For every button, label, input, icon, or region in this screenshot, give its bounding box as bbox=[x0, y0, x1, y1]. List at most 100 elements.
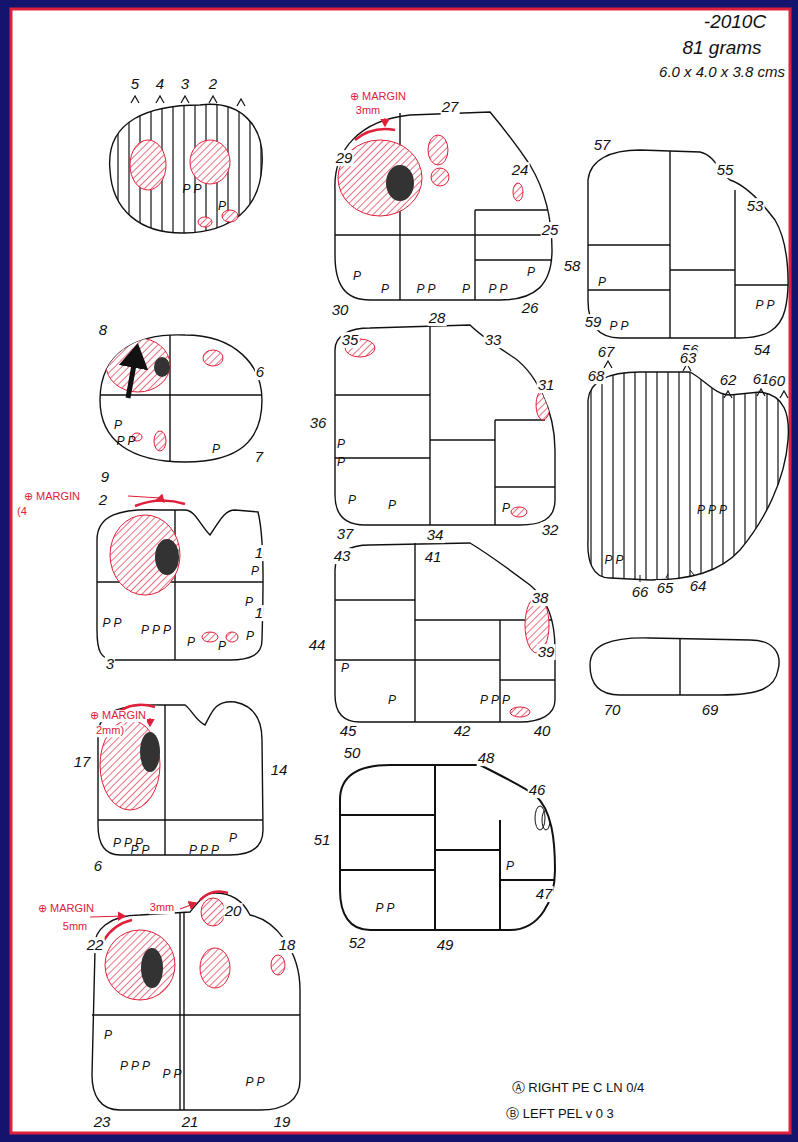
callout-number: 55 bbox=[716, 162, 735, 178]
p-mark: P P bbox=[416, 283, 437, 296]
callout-number: 62 bbox=[719, 372, 738, 388]
p-mark: P bbox=[186, 636, 196, 649]
callout-number: 23 bbox=[93, 1114, 112, 1130]
callout-number: 38 bbox=[531, 590, 550, 606]
callout-number: 43 bbox=[333, 548, 352, 564]
callout-number: 50 bbox=[343, 745, 362, 761]
callout-number: 4 bbox=[155, 76, 165, 92]
p-mark: P P P bbox=[188, 844, 220, 857]
p-mark: P bbox=[387, 499, 397, 512]
callout-number: 17 bbox=[73, 754, 92, 770]
page-frame bbox=[11, 9, 790, 1133]
p-mark: P bbox=[228, 832, 238, 845]
callout-number: 2 bbox=[208, 76, 218, 92]
callout-number: 63 bbox=[679, 350, 698, 366]
p-mark: P P bbox=[130, 844, 151, 857]
margin-note: ⊕ MARGIN bbox=[23, 491, 81, 503]
callout-number: 19 bbox=[273, 1114, 292, 1130]
callout-number: 27 bbox=[441, 99, 460, 115]
callout-number: 54 bbox=[753, 342, 772, 358]
callout-number: 32 bbox=[541, 522, 560, 538]
p-mark: P P bbox=[755, 299, 776, 312]
callout-number: 69 bbox=[701, 702, 720, 718]
callout-number: 66 bbox=[631, 584, 650, 600]
p-mark: P bbox=[597, 276, 607, 289]
callout-number: 70 bbox=[603, 702, 622, 718]
p-mark: P bbox=[217, 640, 227, 653]
callout-number: 37 bbox=[336, 526, 355, 542]
p-mark: P bbox=[461, 283, 471, 296]
note-text: 6.0 x 4.0 x 3.8 cms bbox=[658, 64, 786, 80]
p-mark: P P bbox=[162, 1068, 183, 1081]
callout-number: 20 bbox=[224, 903, 243, 919]
callout-number: 24 bbox=[511, 162, 530, 178]
margin-note: (4 bbox=[16, 506, 28, 518]
callout-number: 30 bbox=[331, 302, 350, 318]
p-mark: P P bbox=[102, 617, 123, 630]
callout-number: 36 bbox=[309, 415, 328, 431]
callout-number: 6 bbox=[93, 858, 103, 874]
callout-number: 31 bbox=[537, 377, 556, 393]
p-mark: P P bbox=[609, 320, 630, 333]
p-mark: P bbox=[352, 270, 362, 283]
callout-number: 3 bbox=[180, 76, 190, 92]
callout-number: 64 bbox=[689, 578, 708, 594]
callout-number: 7 bbox=[254, 449, 264, 465]
callout-number: 42 bbox=[453, 723, 472, 739]
callout-number: 18 bbox=[278, 937, 297, 953]
callout-number: 59 bbox=[584, 314, 603, 330]
callout-number: 44 bbox=[308, 637, 327, 653]
callout-number: 5 bbox=[130, 76, 140, 92]
p-mark: P P P bbox=[479, 694, 511, 707]
callout-number: 39 bbox=[537, 644, 556, 660]
callout-number: 14 bbox=[270, 762, 289, 778]
callout-number: 8 bbox=[98, 322, 108, 338]
callout-number: 34 bbox=[426, 527, 445, 543]
callout-number: 33 bbox=[484, 332, 503, 348]
callout-number: 52 bbox=[348, 935, 367, 951]
callout-number: 51 bbox=[313, 832, 332, 848]
p-mark: P P P bbox=[696, 504, 728, 517]
callout-number: 46 bbox=[528, 782, 547, 798]
p-mark: P bbox=[211, 443, 221, 456]
note-text: Ⓑ LEFT PEL v 0 3 bbox=[505, 1107, 615, 1121]
p-mark: P bbox=[336, 438, 346, 451]
p-mark: P P bbox=[375, 902, 396, 915]
p-mark: P bbox=[347, 494, 357, 507]
p-mark: P P bbox=[604, 554, 625, 567]
callout-number: 21 bbox=[181, 1114, 200, 1130]
margin-note: ⊕ MARGIN bbox=[37, 903, 95, 915]
p-mark: P P P bbox=[140, 624, 172, 637]
callout-number: 3 bbox=[105, 656, 115, 672]
p-mark: P P bbox=[488, 283, 509, 296]
callout-number: 48 bbox=[477, 750, 496, 766]
callout-number: 26 bbox=[521, 300, 540, 316]
p-mark: P bbox=[336, 456, 346, 469]
p-mark: P bbox=[113, 419, 123, 432]
callout-number: 60 bbox=[767, 373, 786, 389]
p-mark: P bbox=[380, 283, 390, 296]
callout-number: 41 bbox=[424, 549, 443, 565]
callout-number: 6 bbox=[255, 364, 265, 380]
margin-note: ⊕ MARGIN bbox=[89, 710, 147, 722]
p-mark: P bbox=[244, 596, 254, 609]
p-mark: P P bbox=[182, 183, 203, 196]
callout-number: 2 bbox=[98, 492, 108, 508]
callout-number: 25 bbox=[541, 222, 560, 238]
p-mark: P bbox=[526, 266, 536, 279]
callout-number: 40 bbox=[533, 723, 552, 739]
callout-number: 29 bbox=[335, 150, 354, 166]
callout-number: 57 bbox=[593, 137, 612, 153]
margin-note: ⊕ MARGIN bbox=[349, 91, 407, 103]
callout-number: 22 bbox=[86, 937, 105, 953]
note-text: -2010C bbox=[703, 12, 767, 32]
p-mark: P bbox=[217, 200, 227, 213]
callout-number: 28 bbox=[428, 310, 447, 326]
p-mark: P bbox=[340, 662, 350, 675]
callout-number: 47 bbox=[535, 886, 554, 902]
margin-note: 3mm bbox=[149, 902, 175, 914]
p-mark: P P bbox=[245, 1076, 266, 1089]
callout-number: 67 bbox=[597, 344, 616, 360]
